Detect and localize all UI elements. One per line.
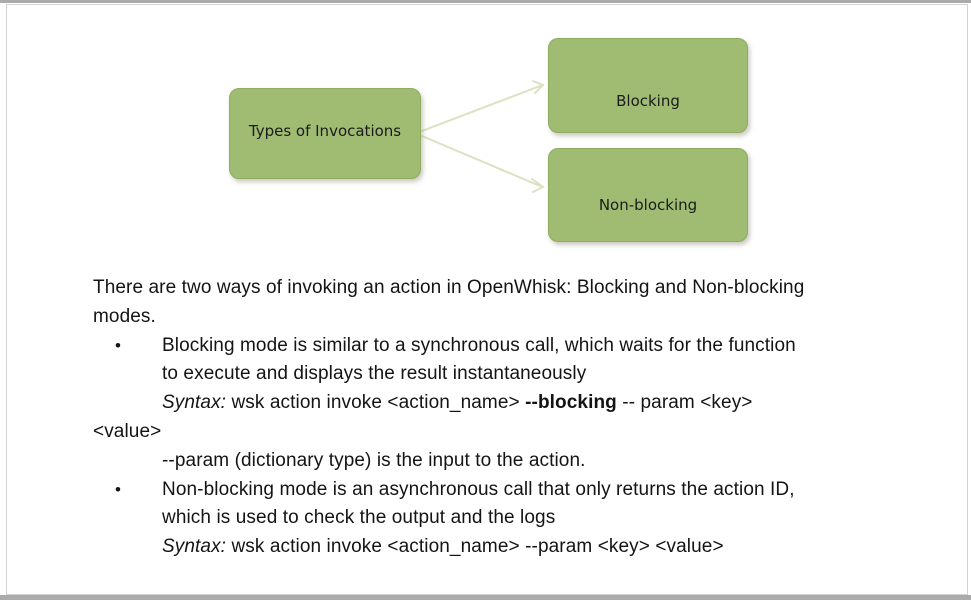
diagram-node-nonblocking: Non-blocking [548, 148, 748, 242]
bullet1-line-1: • Blocking mode is similar to a synchron… [93, 332, 923, 361]
connector-to-nonblocking [421, 135, 545, 193]
bullet2-line-2: which is used to check the output and th… [162, 507, 556, 529]
syntax-label: Syntax: [162, 536, 227, 558]
bullet1-param-line: --param (dictionary type) is the input t… [162, 449, 586, 471]
bullet1-line-2: to execute and displays the result insta… [162, 363, 587, 385]
bullet1-syntax-wrap-line: <value> [93, 420, 162, 442]
diagram-node-types-of-invocations: Types of Invocations [229, 88, 421, 179]
intro-line-2: modes. [93, 305, 156, 327]
diagram-node-label: Blocking [616, 91, 680, 110]
bullet-glyph: • [115, 335, 122, 355]
bullet2-syntax-line: Syntax: wsk action invoke <action_name> … [162, 536, 724, 558]
body-text: There are two ways of invoking an action… [93, 274, 923, 562]
blocking-flag: --blocking [525, 392, 617, 414]
connector-to-blocking [421, 80, 545, 132]
diagram-node-blocking: Blocking [548, 38, 748, 133]
bullet2-line-1: • Non-blocking mode is an asynchronous c… [93, 476, 923, 505]
diagram-node-label: Non-blocking [598, 196, 698, 214]
diagram-node-label: Types of Invocations [248, 121, 402, 140]
top-divider-bar [0, 0, 971, 3]
bullet-glyph: • [115, 479, 122, 499]
intro-line-1: There are two ways of invoking an action… [93, 277, 805, 298]
bullet1-syntax-line: Syntax: wsk action invoke <action_name> … [162, 392, 753, 414]
syntax-label: Syntax: [162, 392, 227, 414]
bottom-divider-bar [0, 595, 971, 600]
